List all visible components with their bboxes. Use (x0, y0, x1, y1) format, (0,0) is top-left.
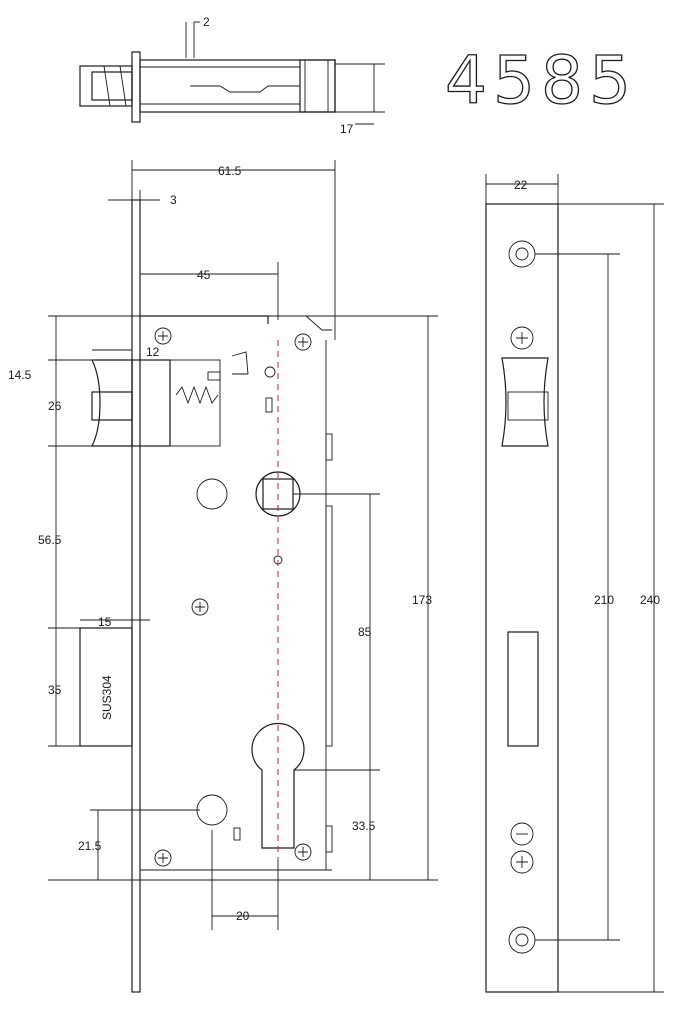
top-view (79, 21, 385, 125)
dim-latch-to-deadbolt: 56.5 (38, 533, 62, 547)
dim-overall-width: 61.5 (218, 164, 242, 178)
side-view (79, 199, 333, 993)
screw-icon (154, 327, 172, 345)
model-number: 4585 (445, 42, 637, 119)
dim-top-bolt-offset: 2 (203, 15, 210, 29)
screw-icon (510, 326, 534, 350)
dim-handle-to-cylinder: 85 (358, 625, 372, 639)
dim-latch-projection: 12 (146, 345, 160, 359)
dim-deadbolt-height: 35 (48, 683, 62, 697)
screw-icon (510, 822, 534, 846)
dim-deadbolt-projection: 15 (98, 615, 112, 629)
face-view (485, 203, 559, 993)
dim-case-height: 173 (412, 593, 432, 607)
dim-latch-offset: 14.5 (8, 368, 32, 382)
screw-icon (294, 333, 312, 351)
side-dimension-lines (48, 160, 438, 930)
dim-cylinder-offset: 21.5 (78, 839, 102, 853)
screw-icon (510, 850, 534, 874)
dim-plate-width: 22 (514, 178, 528, 192)
screw-icon (294, 843, 312, 861)
dim-backset: 45 (197, 268, 211, 282)
dim-cylinder-to-bottom: 33.5 (352, 819, 376, 833)
material-mark: SUS304 (100, 675, 114, 720)
dim-cylinder-to-spindle: 20 (236, 909, 250, 923)
dim-faceplate-thickness: 3 (170, 193, 177, 207)
dim-plate-length: 240 (640, 593, 660, 607)
dim-latch-height: 26 (48, 399, 62, 413)
screw-icon (154, 849, 172, 867)
screw-icon (191, 598, 209, 616)
dim-top-depth: 17 (340, 122, 354, 136)
dim-hole-spacing: 210 (594, 593, 614, 607)
face-dimension-lines (485, 174, 664, 993)
